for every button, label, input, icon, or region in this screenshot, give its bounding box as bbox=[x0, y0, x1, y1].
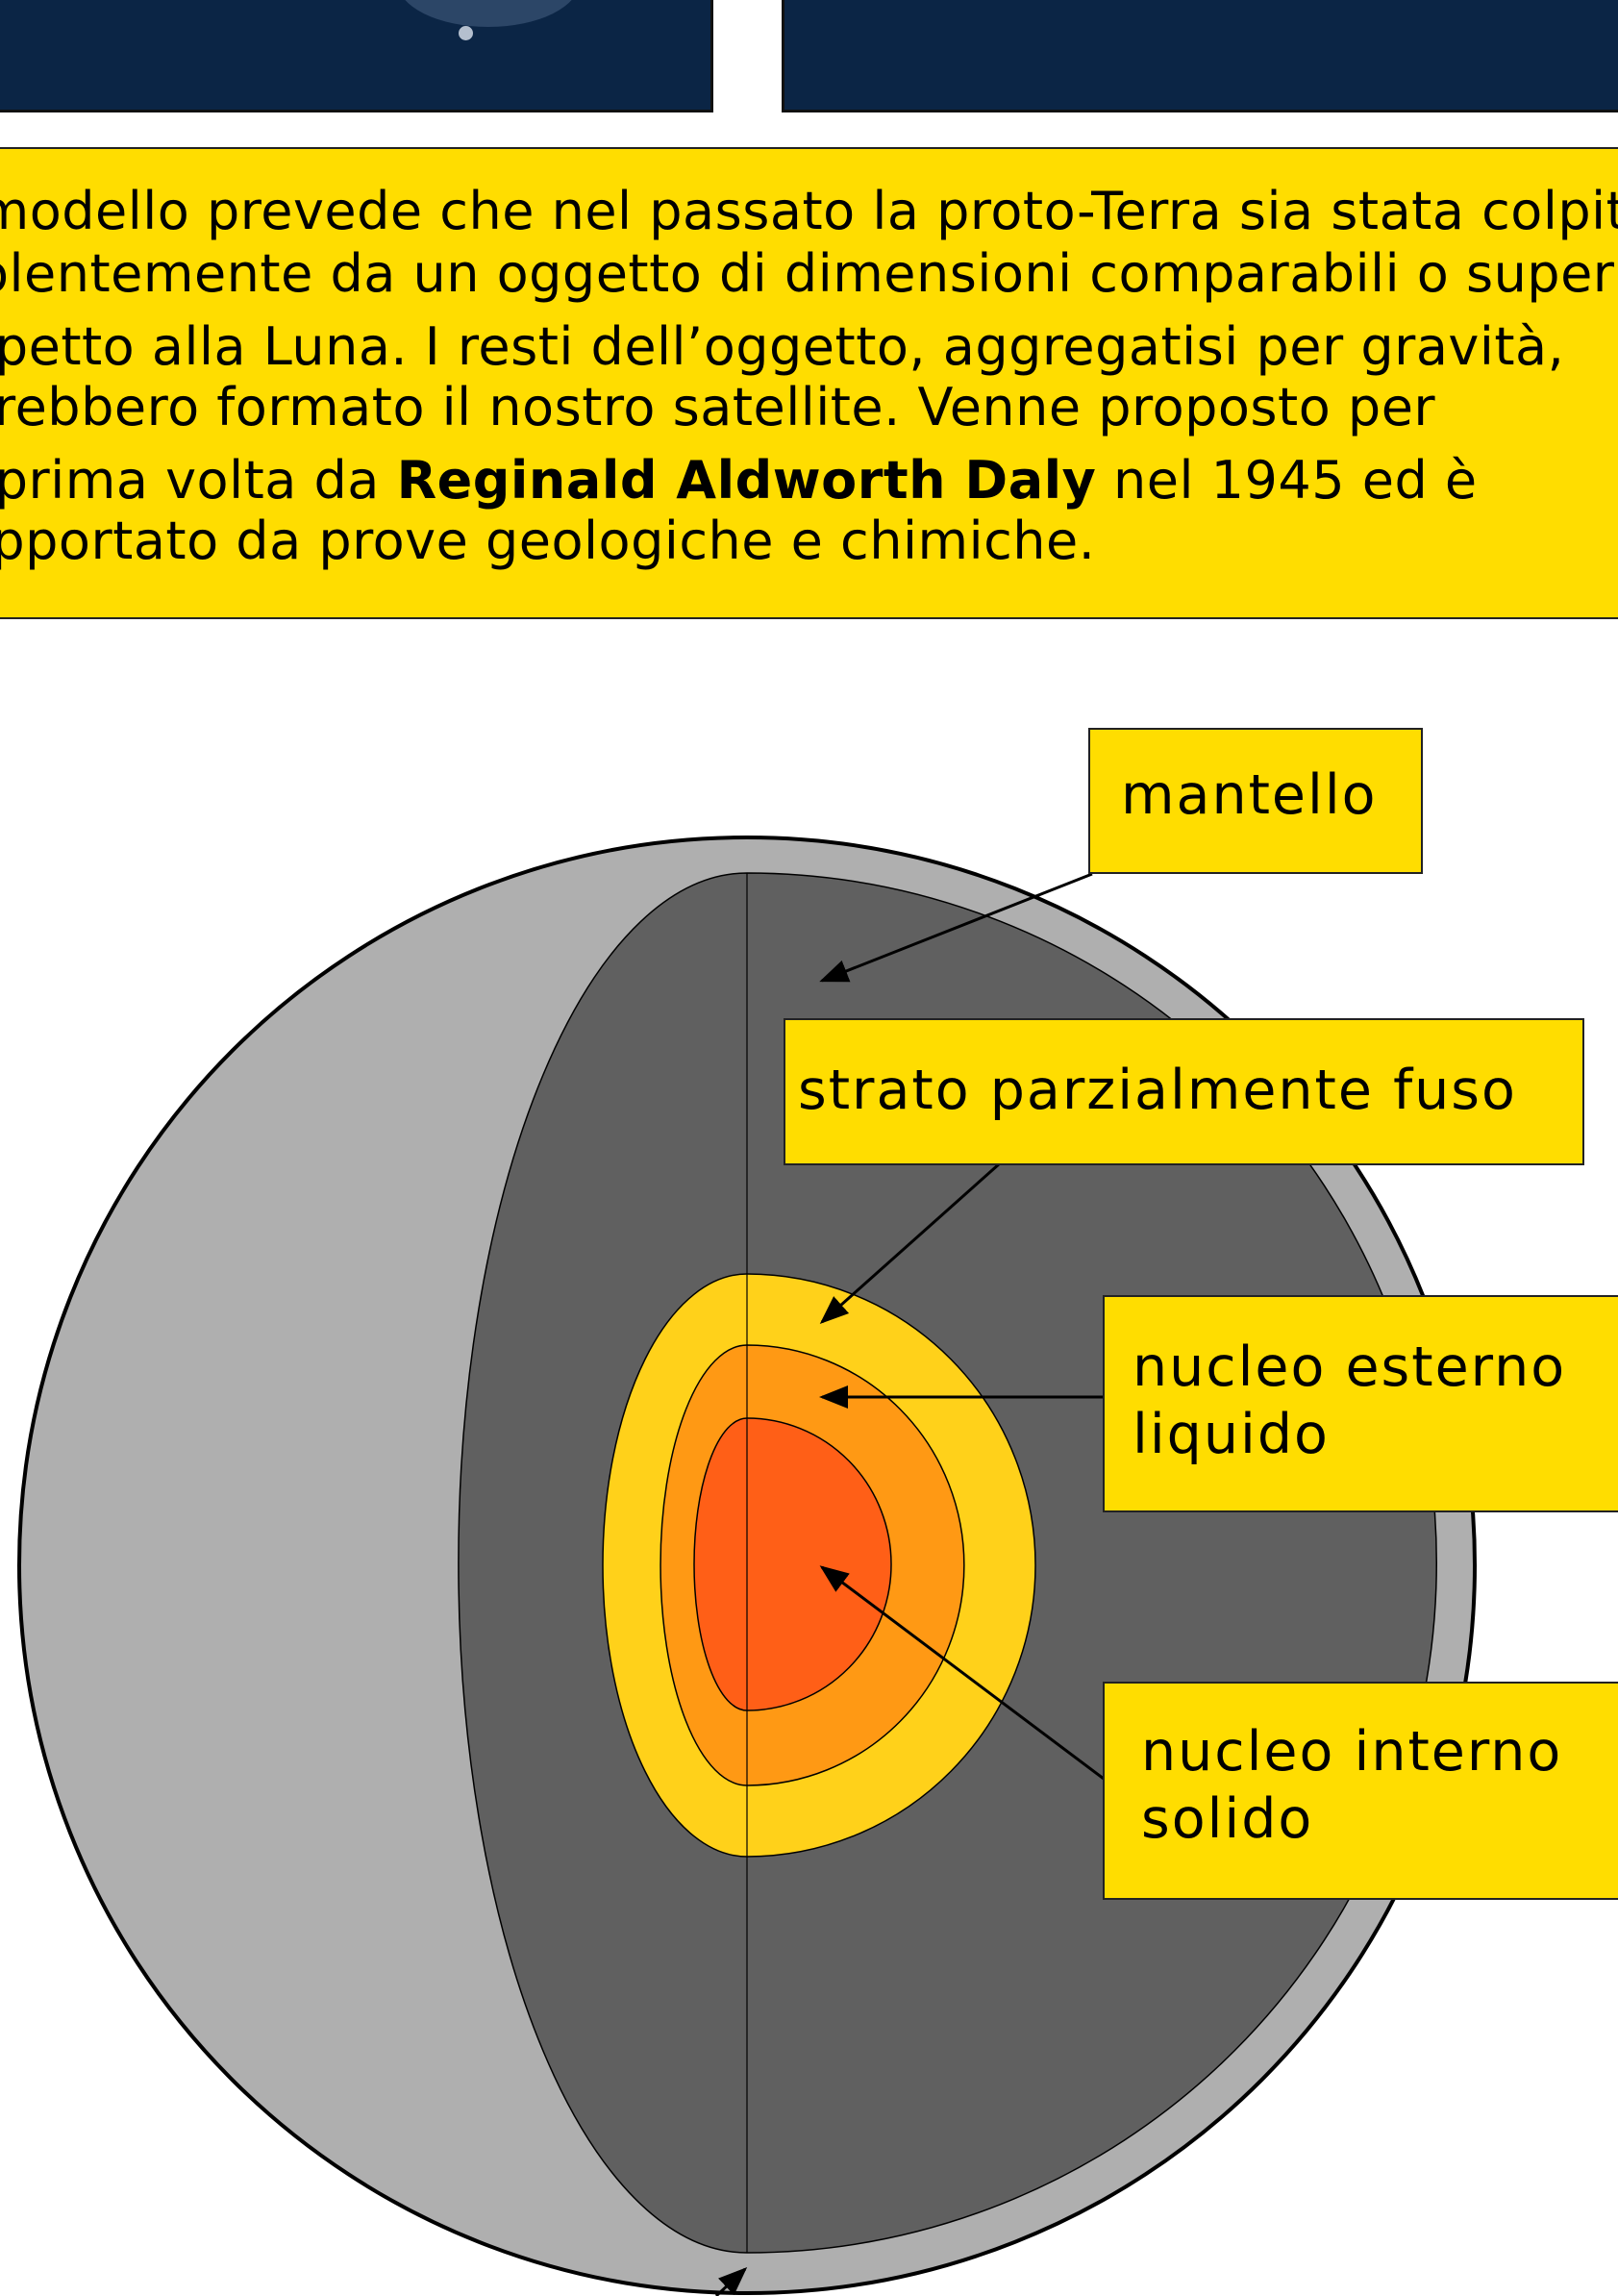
top-left-illustration-panel bbox=[0, 0, 713, 112]
outer-core-label-line-1: nucleo esterno bbox=[1133, 1335, 1567, 1399]
mantle-label-text: mantello bbox=[1121, 763, 1378, 827]
caption-line-5-end: nel 1945 ed è bbox=[1096, 450, 1478, 511]
caption-bold-name: Reginald Aldworth Daly bbox=[396, 450, 1097, 511]
caption-line-6: supportato da prove geologiche e chimich… bbox=[0, 511, 1096, 571]
caption-line-4: avrebbero formato il nostro satellite. V… bbox=[0, 377, 1436, 437]
inner-core-label: nucleo interno solido bbox=[1103, 1682, 1618, 1900]
caption-line-2: violentemente da un oggetto di dimension… bbox=[0, 243, 1618, 304]
inner-core-label-line-1: nucleo interno bbox=[1141, 1720, 1563, 1784]
partial-layer-label-text: strato parzialmente fuso bbox=[798, 1059, 1517, 1122]
inner-core-label-line-2: solido bbox=[1141, 1787, 1314, 1851]
mantle-arrow bbox=[819, 872, 1093, 983]
outer-core-label: nucleo esterno liquido bbox=[1103, 1295, 1618, 1512]
partial-layer-arrow bbox=[819, 1161, 1001, 1324]
inner-core-arrow bbox=[819, 1565, 1105, 1781]
moon-dot bbox=[459, 26, 473, 40]
caption-line-3: rispetto alla Luna. I resti dell’oggetto… bbox=[0, 316, 1565, 377]
caption-line-1: Il modello prevede che nel passato la pr… bbox=[0, 181, 1618, 241]
caption-line-5: la prima volta da Reginald Aldworth Daly… bbox=[0, 450, 1478, 512]
crust-arrow bbox=[714, 2266, 748, 2296]
top-right-illustration-panel bbox=[782, 0, 1618, 112]
caption-line-5-start: la prima volta da bbox=[0, 450, 380, 511]
mantle-label: mantello bbox=[1088, 728, 1423, 874]
partial-layer-label: strato parzialmente fuso bbox=[784, 1018, 1584, 1165]
outer-core-label-line-2: liquido bbox=[1133, 1403, 1330, 1466]
caption-box: Il modello prevede che nel passato la pr… bbox=[0, 147, 1618, 619]
